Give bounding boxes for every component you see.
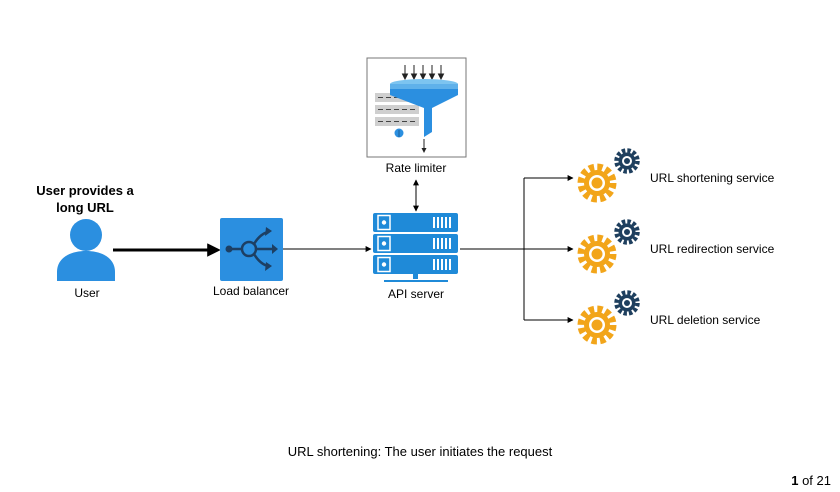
- user-icon: [57, 219, 115, 281]
- slide-caption: URL shortening: The user initiates the r…: [287, 444, 553, 459]
- service-label-deletion: URL deletion service: [650, 313, 761, 327]
- pager-total: of 21: [802, 473, 831, 488]
- pager-current: 1: [791, 473, 799, 488]
- load-balancer-label: Load balancer: [213, 284, 289, 298]
- slide-pager: 1 of 21: [791, 473, 831, 488]
- server-rack-icon: [373, 213, 458, 282]
- gears-icon: [581, 222, 638, 271]
- gears-icon: [581, 293, 638, 342]
- api-server-label: API server: [388, 287, 444, 301]
- user-heading-line1: User provides a: [36, 183, 134, 198]
- funnel-icon: [375, 65, 458, 153]
- service-label-shortening: URL shortening service: [650, 171, 775, 185]
- load-balancer-icon: [220, 218, 283, 281]
- service-label-redirection: URL redirection service: [650, 242, 775, 256]
- rate-limiter-label: Rate limiter: [386, 161, 447, 175]
- gears-icon: [581, 151, 638, 200]
- api-to-services-connector: [460, 175, 574, 323]
- user-heading-line2: long URL: [56, 200, 114, 215]
- user-label: User: [74, 286, 99, 300]
